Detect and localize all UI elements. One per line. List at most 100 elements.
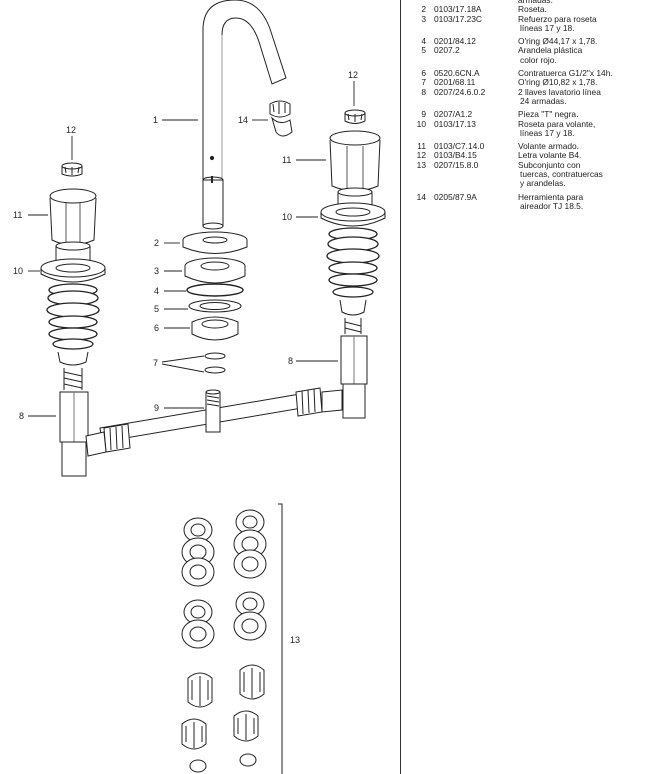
callout-11-right: 11 bbox=[282, 155, 291, 165]
part-code: 0103/B4.15 bbox=[434, 150, 477, 161]
parts-list-row: armadas. bbox=[408, 0, 643, 5]
callout-10-right: 10 bbox=[282, 212, 292, 222]
part-code: 0103/17.23C bbox=[434, 13, 482, 24]
callout-1: 1 bbox=[153, 115, 158, 125]
callout-11-left: 11 bbox=[13, 210, 22, 220]
part-description-line: Refuerzo para roseta bbox=[518, 13, 597, 24]
part-number: 7 bbox=[421, 77, 426, 88]
callout-8-right: 8 bbox=[288, 356, 293, 366]
part-number: 5 bbox=[421, 45, 426, 56]
part-code: 0103/17.18A bbox=[434, 4, 482, 15]
part-description: armadas. bbox=[518, 0, 643, 5]
callout-12-right: 12 bbox=[348, 70, 358, 80]
part-description: Volante armado. bbox=[518, 141, 643, 152]
part-description-line: tuercas, contratuercas bbox=[520, 169, 603, 180]
part-description-line: O'ring Ø10,82 x 1,78. bbox=[518, 77, 598, 88]
part-description: O'ring Ø10,82 x 1,78. bbox=[518, 77, 643, 88]
callout-10-left: 10 bbox=[13, 266, 23, 276]
part-description-line: Subconjunto con bbox=[518, 159, 581, 170]
part-description-line: Roseta. bbox=[518, 4, 547, 15]
exploded-parts-diagram: 1 2 3 4 5 6 7 8 8 9 10 10 11 11 12 12 13… bbox=[13, 0, 386, 774]
part-number: 8 bbox=[421, 86, 426, 97]
parts-list-row: 2 0103/17.18A Roseta. bbox=[408, 4, 643, 15]
part-code: 0201/68.11 bbox=[434, 77, 476, 88]
part-number: 10 bbox=[416, 118, 426, 129]
aerator-tool-part bbox=[269, 100, 293, 137]
part-description: Roseta. bbox=[518, 4, 643, 15]
part-description-line: Herramienta para bbox=[518, 191, 584, 202]
callout-12-left: 12 bbox=[66, 125, 76, 135]
callout-5: 5 bbox=[154, 304, 159, 314]
center-rosette-stack bbox=[182, 231, 248, 374]
part-description-line: 2 llaves lavatorio línea bbox=[518, 86, 601, 97]
callout-3: 3 bbox=[154, 266, 159, 276]
part-number: 14 bbox=[416, 191, 426, 202]
part-description-line: líneas 17 y 18. bbox=[520, 22, 575, 33]
part-description-line: líneas 17 y 18. bbox=[520, 127, 575, 138]
column-divider bbox=[400, 0, 401, 774]
callout-labels: 1 2 3 4 5 6 7 8 8 9 10 10 11 11 12 12 13… bbox=[13, 70, 358, 645]
part-description: Pieza "T" negra. bbox=[518, 109, 643, 120]
leader-lines bbox=[28, 81, 355, 417]
part-description-line: Volante armado. bbox=[518, 141, 579, 152]
part-number: 4 bbox=[421, 36, 426, 47]
part-description-line: O'ring Ø44,17 x 1,78. bbox=[518, 36, 598, 47]
part-description-line: Contratuerca G1/2"x 14h. bbox=[518, 68, 613, 79]
part-number: 2 bbox=[421, 4, 426, 15]
parts-list-row: 4 0201/84.12 O'ring Ø44,17 x 1,78. bbox=[408, 36, 643, 47]
callout-4: 4 bbox=[154, 286, 159, 296]
part-code: 0207/A1.2 bbox=[434, 109, 473, 120]
part-description-line: armadas. bbox=[518, 0, 553, 5]
part-description-line: Roseta para volante, bbox=[518, 118, 596, 129]
callout-9: 9 bbox=[154, 403, 159, 413]
part-number: 6 bbox=[421, 68, 426, 79]
part-description: O'ring Ø44,17 x 1,78. bbox=[518, 36, 643, 47]
part-code: 0207/24.6.0.2 bbox=[434, 86, 486, 97]
subassembly-parts bbox=[181, 503, 283, 774]
part-code: 0207/15.8.0 bbox=[434, 159, 479, 170]
parts-list-row: 7 0201/68.11 O'ring Ø10,82 x 1,78. bbox=[408, 77, 643, 88]
t-piece-assembly bbox=[85, 387, 343, 457]
parts-list-row: 6 0520.6CN.A Contratuerca G1/2"x 14h. bbox=[408, 68, 643, 79]
parts-list-row: 12 0103/B4.15 Letra volante B4. bbox=[408, 150, 643, 161]
part-description: Roseta para volante,líneas 17 y 18. bbox=[518, 118, 643, 139]
part-description: Letra volante B4. bbox=[518, 150, 643, 161]
part-description: Contratuerca G1/2"x 14h. bbox=[518, 68, 643, 79]
part-number: 12 bbox=[416, 150, 426, 161]
part-description-line: Arandela plástica bbox=[518, 45, 583, 56]
part-description-line: Pieza "T" negra. bbox=[518, 109, 579, 120]
spout-part bbox=[202, 0, 287, 230]
part-description-line: Letra volante B4. bbox=[518, 150, 582, 161]
part-description-line: aireador TJ 18.5. bbox=[520, 200, 584, 211]
callout-8-left: 8 bbox=[19, 411, 24, 421]
callout-7: 7 bbox=[153, 358, 158, 368]
part-description-line: 24 armadas. bbox=[520, 95, 567, 106]
part-number: 11 bbox=[417, 141, 426, 152]
part-code: 0205/87.9A bbox=[434, 191, 477, 202]
part-description-line: y arandelas. bbox=[520, 178, 566, 189]
callout-14: 14 bbox=[238, 115, 248, 125]
callout-13: 13 bbox=[290, 635, 300, 645]
left-valve-stack bbox=[40, 162, 106, 477]
right-valve-stack bbox=[320, 109, 386, 419]
part-code: 0201/84.12 bbox=[434, 36, 476, 47]
part-code: 0520.6CN.A bbox=[434, 68, 480, 79]
part-description-line: color rojo. bbox=[520, 54, 557, 65]
parts-list-row: 10 0103/17.13 Roseta para volante,líneas 1… bbox=[408, 118, 643, 139]
part-code: 0103/17.13 bbox=[434, 118, 476, 129]
part-number: 13 bbox=[416, 159, 426, 170]
callout-6: 6 bbox=[154, 323, 159, 333]
